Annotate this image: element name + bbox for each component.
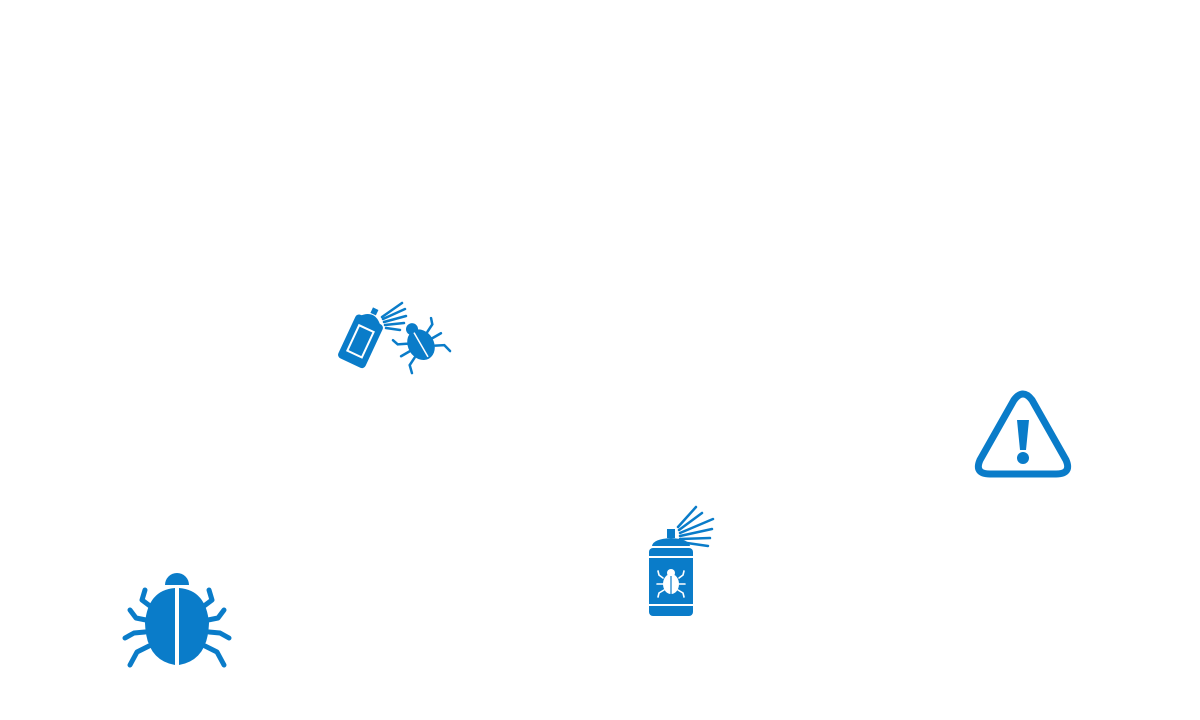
bug-icon [122, 573, 232, 668]
insecticide-spray-can-icon [649, 505, 715, 616]
warning-triangle-icon [974, 390, 1072, 478]
spray-can-and-bug-icon [338, 301, 452, 375]
